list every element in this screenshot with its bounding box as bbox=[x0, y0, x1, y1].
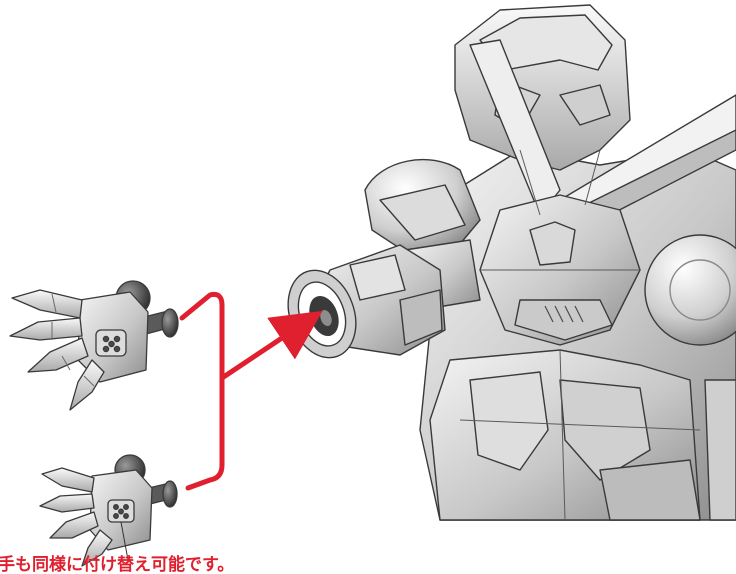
claw-hand-small-icon bbox=[39, 454, 178, 567]
arrow-to-wrist bbox=[219, 310, 323, 381]
claw-hand-icon bbox=[9, 280, 179, 411]
robot-figure-icon bbox=[287, 4, 736, 521]
connector-bracket bbox=[179, 292, 323, 491]
instruction-caption: 手も同様に付け替え可能です。 bbox=[0, 555, 235, 574]
